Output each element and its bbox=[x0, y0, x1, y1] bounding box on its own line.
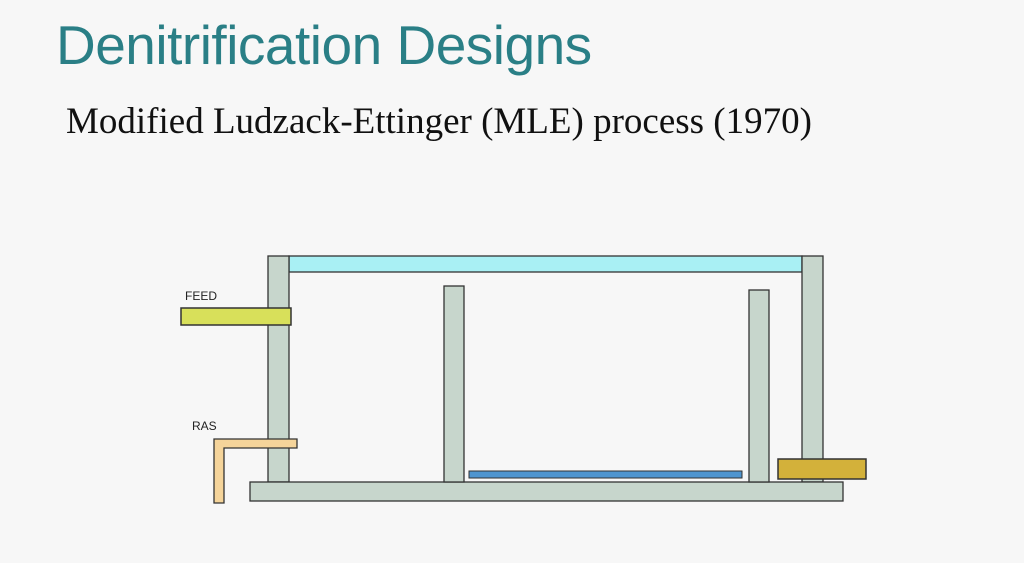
effluent-pipe bbox=[777, 458, 867, 480]
anoxic-aerobic-baffle bbox=[443, 285, 465, 483]
aeration-diffuser bbox=[468, 470, 743, 479]
ras-label: RAS bbox=[192, 419, 217, 433]
right-tank-wall bbox=[801, 255, 824, 483]
feed-pipe bbox=[180, 307, 292, 326]
water-surface bbox=[288, 255, 803, 273]
slide-title: Denitrification Designs bbox=[56, 14, 592, 76]
effluent-baffle bbox=[748, 289, 770, 483]
feed-label: FEED bbox=[185, 289, 217, 303]
ras-pipe bbox=[213, 438, 298, 504]
slide-subtitle: Modified Ludzack-Ettinger (MLE) process … bbox=[66, 101, 812, 142]
tank-floor bbox=[249, 481, 844, 502]
